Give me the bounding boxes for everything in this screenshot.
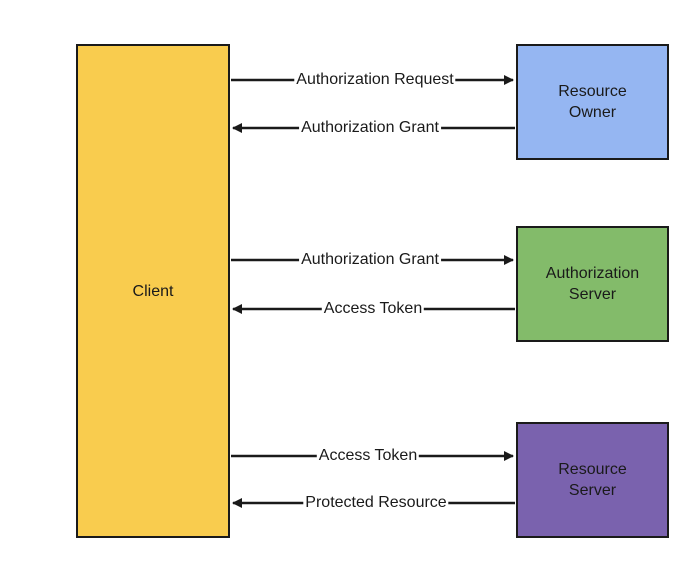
label-authorization-request: Authorization Request [294, 71, 456, 89]
resource-server-node: Resource Server [516, 422, 669, 538]
authorization-server-node: Authorization Server [516, 226, 669, 342]
resource-owner-node: Resource Owner [516, 44, 669, 160]
label-access-token-2: Access Token [316, 447, 420, 465]
label-authorization-grant-1: Authorization Grant [299, 119, 441, 137]
client-node: Client [76, 44, 230, 538]
label-protected-resource: Protected Resource [303, 494, 449, 512]
label-authorization-grant-2: Authorization Grant [299, 251, 441, 269]
label-access-token-1: Access Token [321, 300, 425, 318]
